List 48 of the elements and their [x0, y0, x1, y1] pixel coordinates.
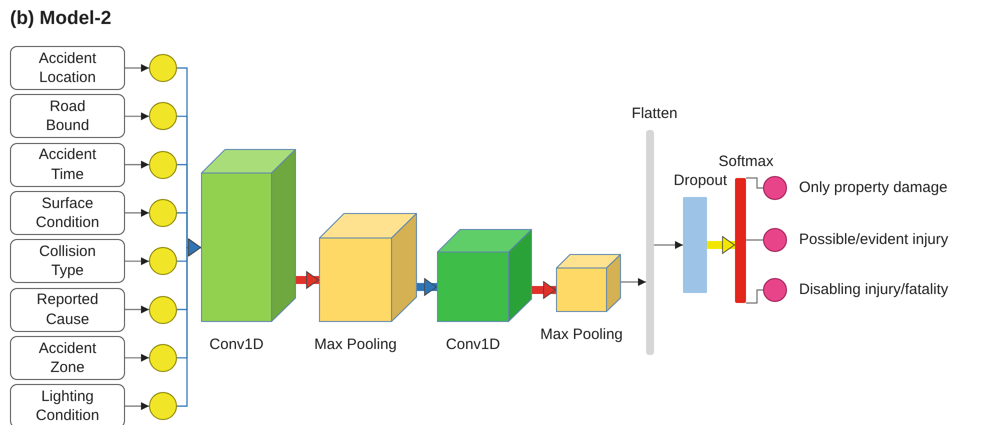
layer-label: Softmax — [718, 153, 774, 170]
arrow — [125, 257, 149, 266]
layer-label: Max Pooling — [540, 326, 623, 343]
arrow — [125, 112, 149, 120]
arrow — [125, 354, 149, 362]
connector-line — [746, 177, 763, 189]
arrow — [707, 236, 735, 254]
arrow — [125, 64, 149, 72]
input-feature-box: Accident Location — [10, 46, 125, 90]
arrow — [417, 278, 437, 296]
class-label: Possible/evident injury — [799, 231, 948, 248]
layer-label: Conv1D — [446, 336, 500, 353]
arrow — [654, 241, 683, 249]
input-feature-box: Road Bound — [10, 94, 125, 138]
class-label: Only property damage — [799, 179, 948, 196]
input-feature-box: Reported Cause — [10, 288, 125, 332]
input-neuron — [149, 344, 177, 372]
connector-line — [746, 239, 763, 241]
input-neuron — [149, 392, 177, 420]
class-label: Disabling injury/fatality — [799, 281, 948, 298]
input-neuron — [149, 102, 177, 130]
input-feature-box: Lighting Condition — [10, 384, 125, 425]
output-neuron — [763, 278, 787, 302]
layer-label: Flatten — [632, 105, 678, 122]
arrow — [296, 271, 319, 289]
input-feature-box: Accident Zone — [10, 336, 125, 380]
input-feature-box: Accident Time — [10, 142, 125, 187]
input-feature-box: Surface Condition — [10, 190, 125, 235]
diagram-title: (b) Model-2 — [10, 8, 112, 30]
arrow — [177, 238, 201, 407]
input-neuron — [149, 296, 177, 324]
input-feature-box: Collision Type — [10, 239, 125, 284]
input-neuron — [149, 54, 177, 82]
arrow — [125, 306, 149, 314]
arrow — [125, 160, 149, 169]
layer-label: Conv1D — [209, 336, 264, 353]
input-neuron — [149, 247, 177, 276]
layer-label: Max Pooling — [314, 336, 397, 353]
arrow — [532, 281, 556, 299]
input-neuron — [149, 198, 177, 227]
arrow — [125, 208, 149, 217]
arrow — [621, 278, 646, 286]
output-neuron — [763, 176, 787, 200]
output-neuron — [763, 228, 787, 252]
layer-label: Dropout — [674, 172, 728, 189]
input-neuron — [149, 150, 177, 179]
connector-line — [746, 289, 763, 304]
arrow — [125, 402, 149, 410]
